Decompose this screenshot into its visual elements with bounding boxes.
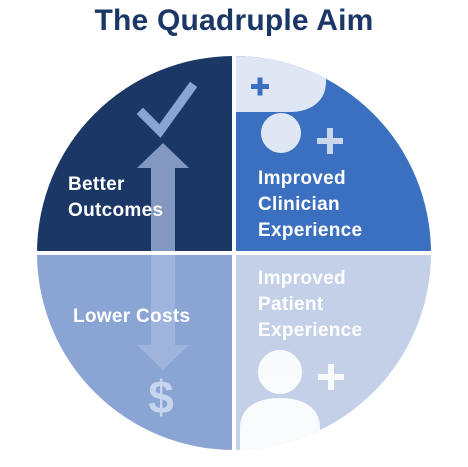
label-patient-line1: Improved: [258, 268, 346, 289]
horizontal-divider: [37, 251, 431, 255]
label-better-outcomes: Better Outcomes: [68, 174, 163, 221]
check-icon: [136, 81, 198, 138]
circle-group: $: [37, 56, 431, 450]
label-improved-patient-experience: Improved Patient Experience: [258, 268, 362, 341]
label-lower-costs-line1: Lower Costs: [73, 306, 190, 327]
label-better-outcomes-line1: Better: [68, 174, 125, 195]
label-patient-line3: Experience: [258, 320, 362, 341]
label-lower-costs: Lower Costs: [73, 306, 190, 327]
label-clinician-line3: Experience: [258, 220, 362, 241]
label-improved-clinician-experience: Improved Clinician Experience: [258, 168, 362, 241]
label-clinician-line1: Improved: [258, 168, 346, 189]
quadrant-bottom-left: [37, 255, 232, 450]
label-better-outcomes-line2: Outcomes: [68, 200, 163, 221]
dollar-icon: $: [148, 371, 174, 423]
label-clinician-line2: Clinician: [258, 194, 340, 215]
label-patient-line2: Patient: [258, 294, 324, 315]
double-arrow-icon: [137, 143, 189, 370]
page-title: The Quadruple Aim: [94, 4, 374, 37]
